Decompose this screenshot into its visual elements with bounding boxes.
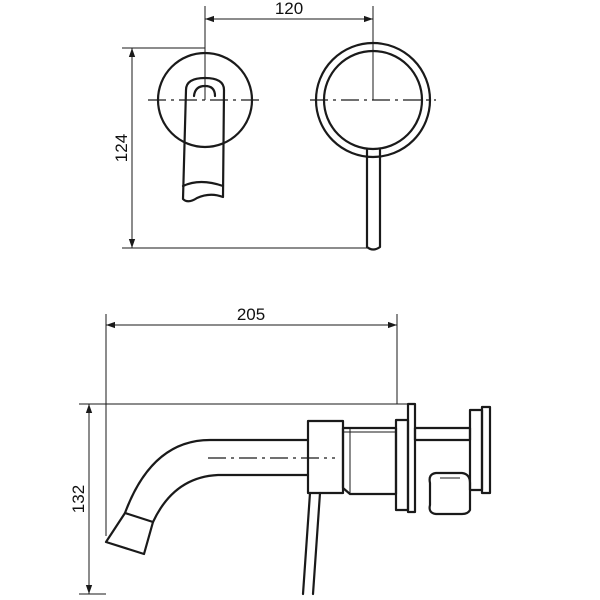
spout-collar [306, 419, 345, 495]
dimension-label-side-height: 132 [69, 485, 88, 513]
handle-body [468, 408, 484, 492]
handle-lever [365, 148, 382, 251]
spout-side [104, 438, 310, 556]
handle-knob [428, 471, 472, 516]
front-view: 120 124 [112, 0, 436, 251]
valve-body [341, 426, 398, 496]
side-view: 205 132 [69, 305, 492, 596]
dimension-label-top-height: 124 [112, 134, 131, 162]
spout-aerator-line [123, 511, 155, 524]
spout-tip [181, 180, 225, 188]
spout-front [181, 76, 226, 203]
wall-plate-front [406, 402, 417, 514]
handle-cap [480, 405, 492, 495]
handle-stem [413, 426, 472, 442]
wall-plate [394, 418, 410, 512]
dimension-label-side-width: 205 [237, 305, 265, 324]
dimension-label-top-width: 120 [275, 0, 303, 18]
supply-pipe [301, 491, 322, 596]
